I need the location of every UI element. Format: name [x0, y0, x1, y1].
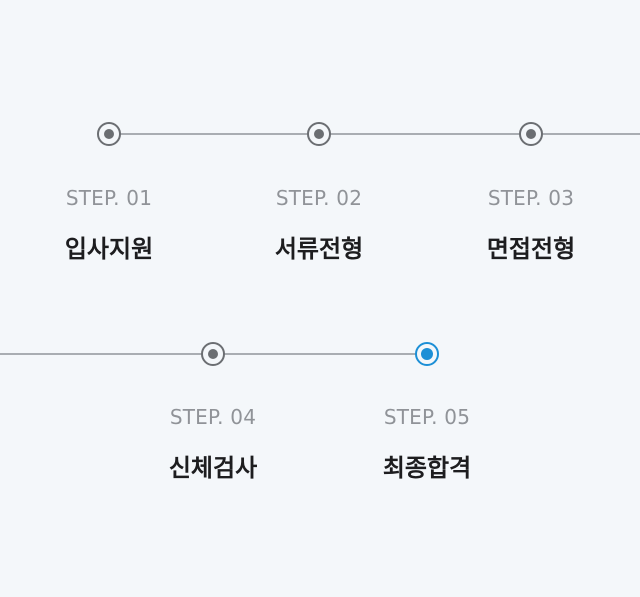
step-2-marker-icon: [307, 122, 331, 146]
step-3-number: STEP. 03: [487, 186, 575, 210]
step-4-name: 신체검사: [168, 454, 258, 482]
step-5-current-marker-icon: [415, 342, 439, 366]
step-5-number: STEP. 05: [383, 405, 471, 429]
step-2-number: STEP. 02: [275, 186, 363, 210]
step-5-name: 최종합격: [382, 454, 472, 482]
step-4-marker-icon: [201, 342, 225, 366]
timeline-connector-row-1: [108, 133, 640, 135]
step-1-name: 입사지원: [64, 235, 154, 263]
step-1-number: STEP. 01: [65, 186, 153, 210]
step-2-name: 서류전형: [274, 235, 364, 263]
step-1-marker-icon: [97, 122, 121, 146]
step-3-name: 면접전형: [486, 235, 576, 263]
step-3-marker-icon: [519, 122, 543, 146]
step-4-number: STEP. 04: [169, 405, 257, 429]
